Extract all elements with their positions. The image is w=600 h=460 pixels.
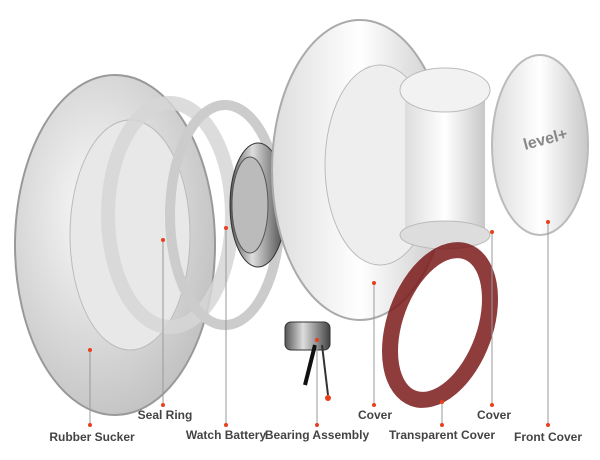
label-rubber-sucker: Rubber Sucker <box>49 430 135 444</box>
label-cover-outer: Cover <box>476 408 512 422</box>
label-front-cover: Front Cover <box>513 430 583 444</box>
label-watch-battery: Watch Battery <box>185 428 267 442</box>
label-transparent-cover: Transparent Cover <box>388 428 496 442</box>
front-cover-part: level+ <box>491 54 589 236</box>
leader-dot <box>372 403 376 407</box>
leader-lines <box>88 220 550 427</box>
leader-dot <box>490 230 494 234</box>
leader-dot <box>161 403 165 407</box>
leader-dot <box>161 238 165 242</box>
leader-dot <box>224 423 228 427</box>
leader-dot <box>315 338 319 342</box>
cover-outer-part <box>399 67 491 250</box>
leader-dot <box>88 348 92 352</box>
leader-dot <box>546 423 550 427</box>
leader-dot <box>372 281 376 285</box>
transparent-cover-part <box>382 242 498 408</box>
label-bearing-assembly: Bearing Assembly <box>264 428 370 442</box>
watch-battery-part <box>229 142 287 268</box>
leader-dot <box>315 423 319 427</box>
leader-dot <box>546 220 550 224</box>
label-seal-ring: Seal Ring <box>137 408 193 422</box>
leader-dot <box>224 226 228 230</box>
leader-dot <box>440 400 444 404</box>
bearing-assembly-part <box>284 321 331 401</box>
leader-dot <box>88 423 92 427</box>
leader-dot <box>440 423 444 427</box>
leader-dot <box>490 403 494 407</box>
label-cover-inner: Cover <box>357 408 393 422</box>
